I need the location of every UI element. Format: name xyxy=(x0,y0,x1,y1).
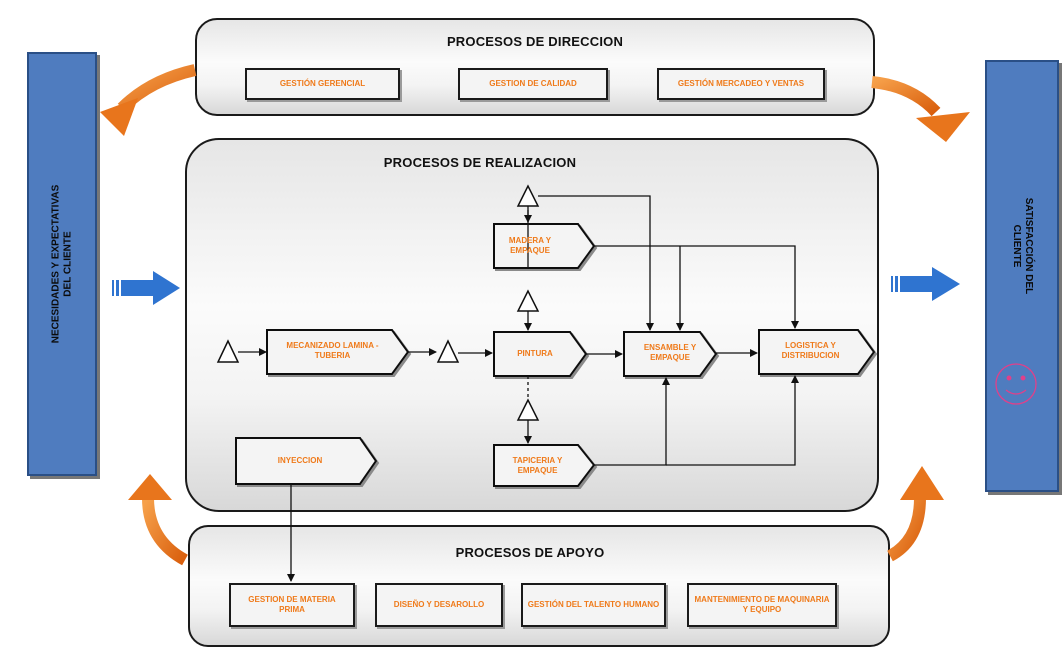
materia-prima-box: GESTION DE MATERIA PRIMA xyxy=(229,583,355,627)
storage-triangle-mid xyxy=(436,339,460,363)
mecanizado-shape xyxy=(266,329,410,375)
orange-curve-arrow-top-left xyxy=(100,64,197,136)
ensamble-shape xyxy=(623,331,718,377)
talento-humano-box: GESTIÓN DEL TALENTO HUMANO xyxy=(521,583,666,627)
madera-label: MADERA Y EMPAQUE xyxy=(508,236,552,255)
gestion-gerencial-box: GESTIÓN GERENCIAL xyxy=(245,68,400,100)
smiley-face-icon xyxy=(995,363,1037,405)
ensamble-label: ENSAMBLE Y EMPAQUE xyxy=(643,343,697,362)
inyeccion-label: INYECCION xyxy=(277,456,323,465)
direccion-title: PROCESOS DE DIRECCION xyxy=(446,34,624,49)
storage-triangle-top xyxy=(516,184,540,207)
storage-triangle-upper xyxy=(516,289,540,312)
apoyo-title: PROCESOS DE APOYO xyxy=(455,545,605,560)
orange-curve-arrow-bottom-right xyxy=(886,466,944,562)
blue-input-arrow xyxy=(112,271,180,305)
gestion-calidad-box: GESTION DE CALIDAD xyxy=(458,68,608,100)
pintura-label: PINTURA xyxy=(517,349,553,358)
tapiceria-label: TAPICERIA Y EMPAQUE xyxy=(512,456,563,475)
mecanizado-label: MECANIZADO LAMINA - TUBERIA xyxy=(286,341,379,360)
realizacion-title: PROCESOS DE REALIZACION xyxy=(383,155,577,170)
storage-triangle-lower xyxy=(516,398,540,421)
blue-output-arrow xyxy=(891,267,960,301)
pintura-shape xyxy=(493,331,588,377)
orange-curve-arrow-bottom-left xyxy=(128,474,189,566)
storage-triangle-start xyxy=(216,339,240,363)
tapiceria-shape xyxy=(493,444,596,487)
logistica-label: LOGISTICA Y DISTRIBUCION xyxy=(781,341,840,360)
madera-shape xyxy=(493,223,596,269)
orange-curve-arrow-top-right xyxy=(871,76,970,142)
connector-lines xyxy=(238,195,799,582)
diseno-box: DISEÑO Y DESAROLLO xyxy=(375,583,503,627)
inyeccion-shape xyxy=(235,437,378,485)
mantenimiento-box: MANTENIMIENTO DE MAQUINARIA Y EQUIPO xyxy=(687,583,837,627)
gestion-mercadeo-box: GESTIÓN MERCADEO Y VENTAS xyxy=(657,68,825,100)
logistica-shape xyxy=(758,329,876,375)
